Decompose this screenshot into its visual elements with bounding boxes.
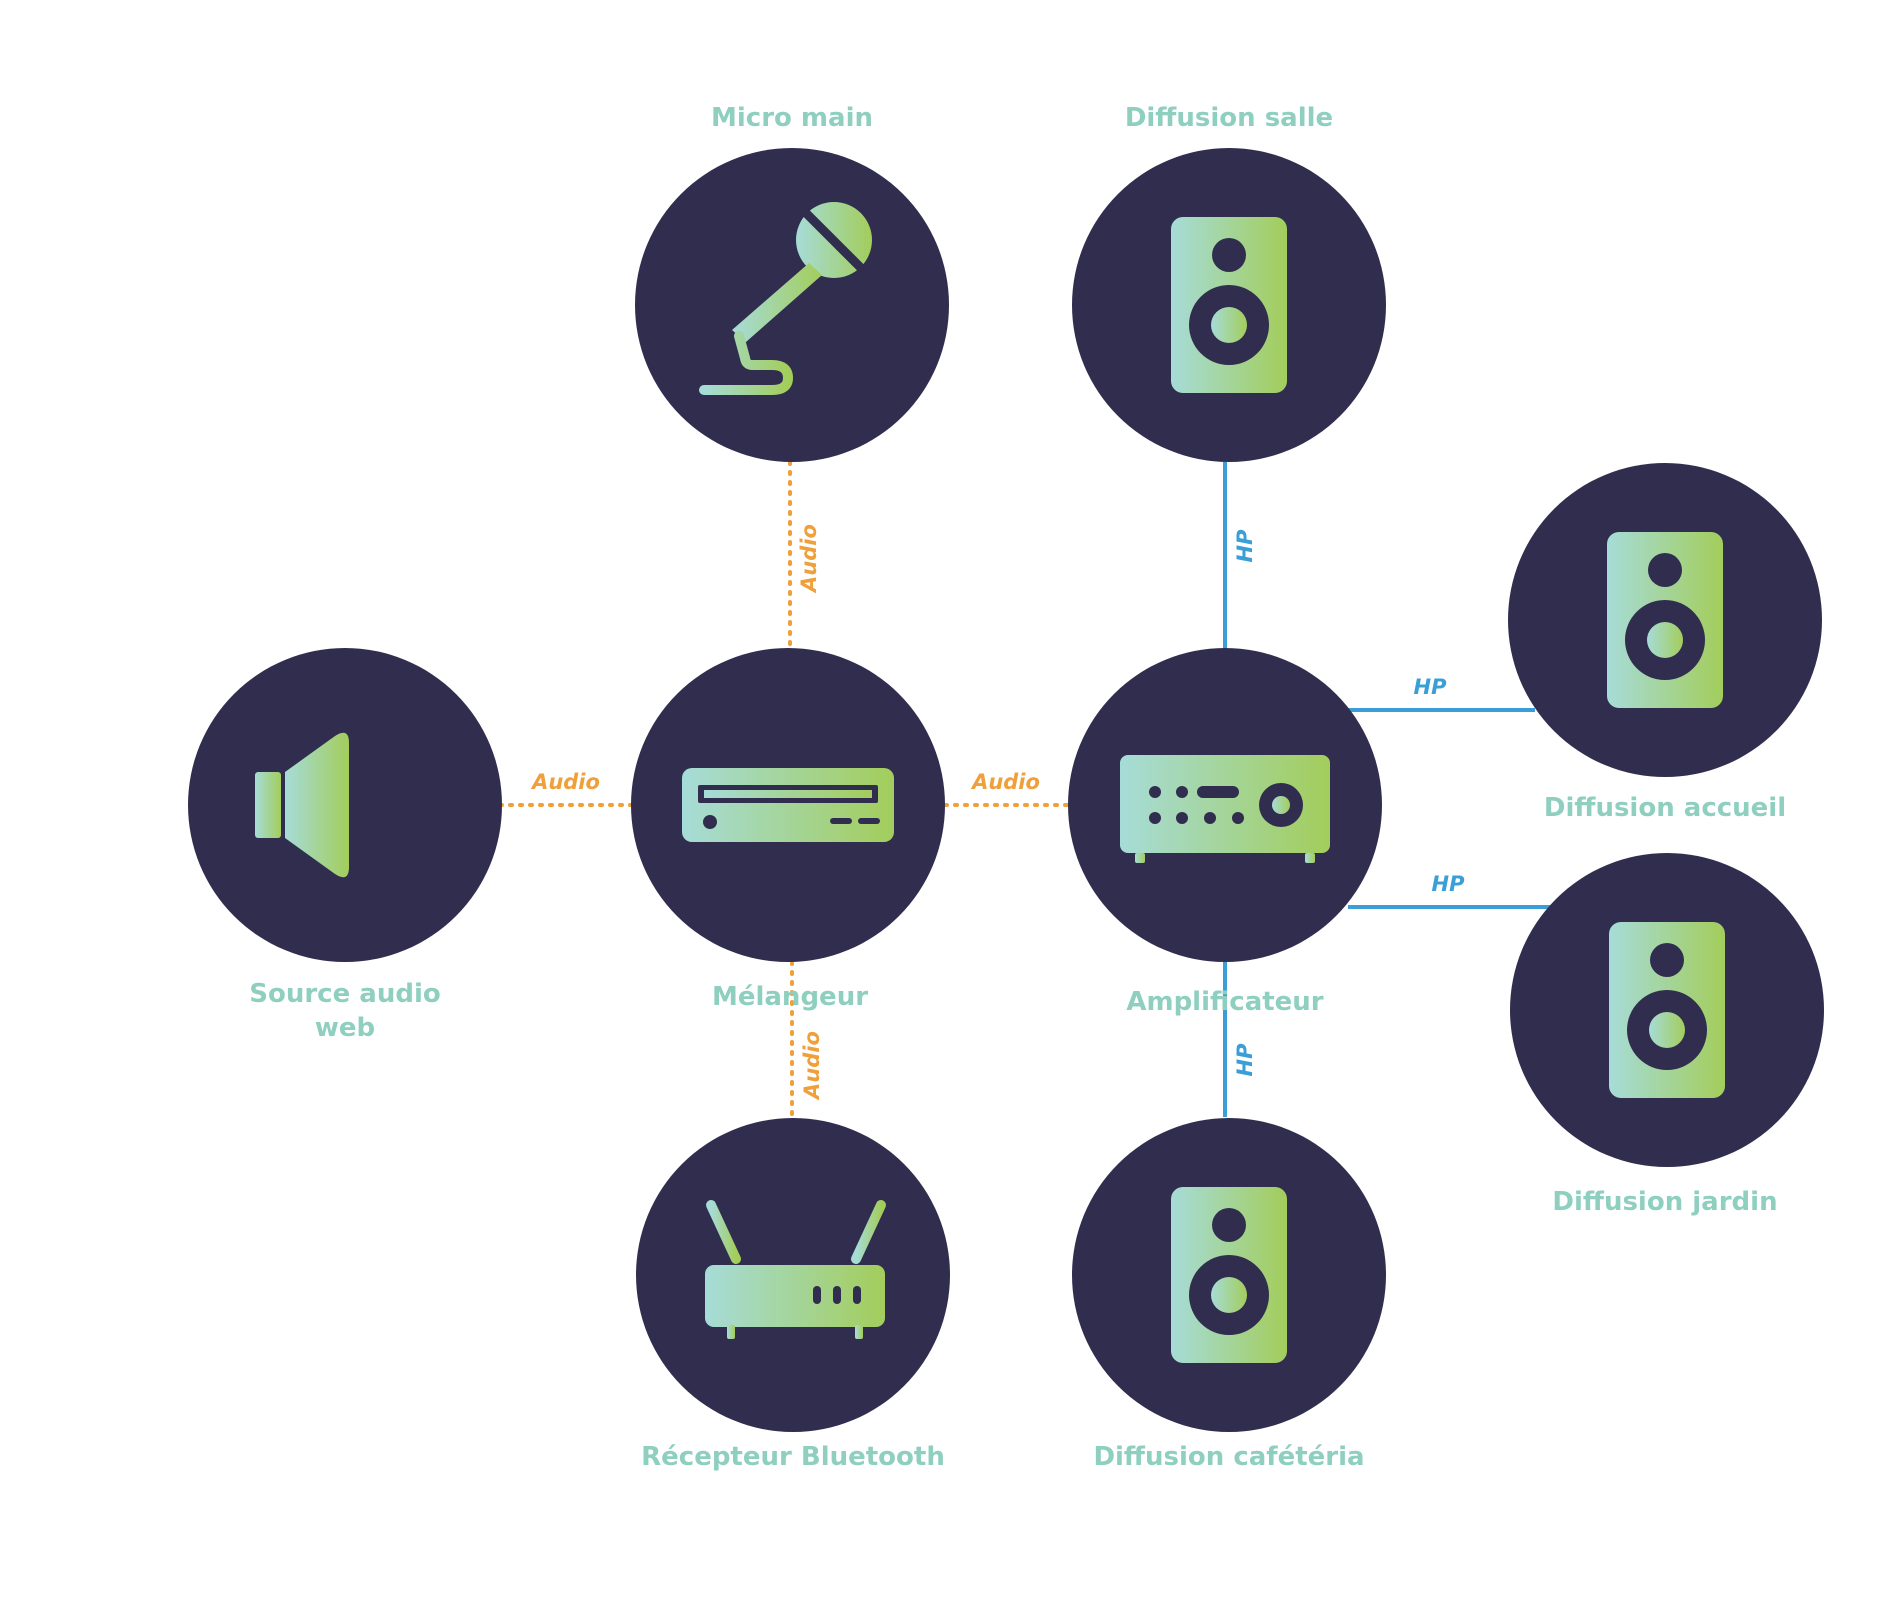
link-label-micro-melangeur: Audio xyxy=(797,524,821,594)
speaker-icon xyxy=(1609,922,1725,1098)
link-label-ampli-cafeteria: HP xyxy=(1233,1043,1257,1077)
node-label-diffusion-salle: Diffusion salle xyxy=(1125,103,1333,133)
node-melangeur: Mélangeur xyxy=(631,648,945,1012)
sound-wave-icon xyxy=(255,732,426,878)
links xyxy=(498,460,1550,1122)
node-diffusion-salle: Diffusion salle xyxy=(1072,103,1386,462)
node-label-amplificateur: Amplificateur xyxy=(1126,987,1323,1017)
node-label-source-audio: Source audio xyxy=(249,979,440,1009)
mixer-icon xyxy=(682,768,894,842)
link-label-source-melangeur: Audio xyxy=(530,770,600,794)
link-label-ampli-salle: HP xyxy=(1233,529,1257,563)
microphone-icon xyxy=(699,202,872,395)
speaker-icon xyxy=(1171,1187,1287,1363)
link-label-melangeur-ampli: Audio xyxy=(970,770,1040,794)
node-label-source-audio-line2: web xyxy=(315,1013,375,1043)
node-label-recepteur-bluetooth: Récepteur Bluetooth xyxy=(641,1442,945,1472)
link-labels: Audio Audio Audio Audio HP HP HP HP xyxy=(530,524,1465,1101)
speaker-icon xyxy=(1607,532,1723,708)
node-label-micro-main: Micro main xyxy=(711,103,873,133)
node-recepteur-bluetooth: Récepteur Bluetooth xyxy=(636,1118,950,1472)
node-diffusion-cafeteria: Diffusion cafétéria xyxy=(1072,1118,1386,1472)
router-icon xyxy=(705,1200,886,1339)
node-diffusion-jardin: Diffusion jardin xyxy=(1510,853,1824,1217)
link-label-ampli-accueil: HP xyxy=(1414,675,1448,699)
node-diffusion-accueil: Diffusion accueil xyxy=(1508,463,1822,823)
node-label-diffusion-cafeteria: Diffusion cafétéria xyxy=(1093,1442,1364,1472)
link-label-recepteur-melangeur: Audio xyxy=(800,1031,824,1101)
speaker-icon xyxy=(1171,217,1287,393)
node-label-melangeur: Mélangeur xyxy=(712,982,868,1012)
node-source-audio-web: Source audio web xyxy=(188,648,502,1043)
link-label-ampli-jardin: HP xyxy=(1432,872,1466,896)
amplifier-icon xyxy=(1120,755,1330,863)
node-label-diffusion-accueil: Diffusion accueil xyxy=(1544,793,1786,823)
node-amplificateur: Amplificateur xyxy=(1068,648,1382,1017)
node-micro-main: Micro main xyxy=(635,103,949,462)
node-label-diffusion-jardin: Diffusion jardin xyxy=(1552,1187,1777,1217)
